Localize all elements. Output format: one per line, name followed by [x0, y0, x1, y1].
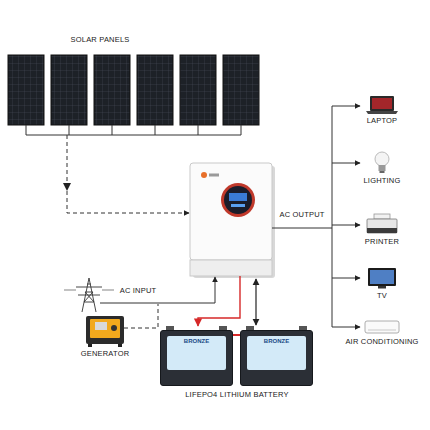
generator-icon: [86, 316, 124, 347]
component-label: LIFEPO4 LITHIUM BATTERY: [185, 391, 289, 399]
component-label: TV: [377, 292, 387, 300]
printer-icon: [367, 214, 397, 233]
battery-positive-wire: [198, 276, 240, 326]
output-branches: [332, 106, 360, 327]
tv-icon: [368, 268, 396, 289]
component-label: GENERATOR: [81, 350, 130, 358]
panel-wiring: [26, 125, 241, 135]
generator-line: [124, 304, 158, 328]
component-label: LIGHTING: [363, 177, 400, 185]
component-label: AC OUTPUT: [279, 211, 324, 219]
component-label: AIR CONDITIONING: [345, 338, 418, 346]
solar-feed-arrow: [63, 183, 71, 191]
battery-label: BRONZE: [167, 336, 226, 370]
component-label: AC INPUT: [120, 287, 157, 295]
battery-negative-wire: [255, 279, 256, 325]
inverter: [190, 163, 275, 278]
solar-feed-line: [67, 135, 189, 213]
component-label: SOLAR PANELS: [71, 36, 130, 44]
ac-output-line: [272, 106, 332, 327]
bulb-icon: [375, 152, 389, 173]
battery: BRONZE: [160, 330, 233, 386]
battery: BRONZE: [240, 330, 313, 386]
battery-label: BRONZE: [247, 336, 306, 370]
component-label: PRINTER: [365, 238, 399, 246]
component-label: LAPTOP: [367, 117, 398, 125]
ac-input-line: [100, 277, 215, 303]
solar-panels: [8, 55, 259, 125]
power-tower-icon: [64, 278, 114, 312]
laptop-icon: [366, 96, 398, 114]
battery-link-wire: [233, 334, 240, 336]
air-conditioner-icon: [365, 321, 399, 333]
